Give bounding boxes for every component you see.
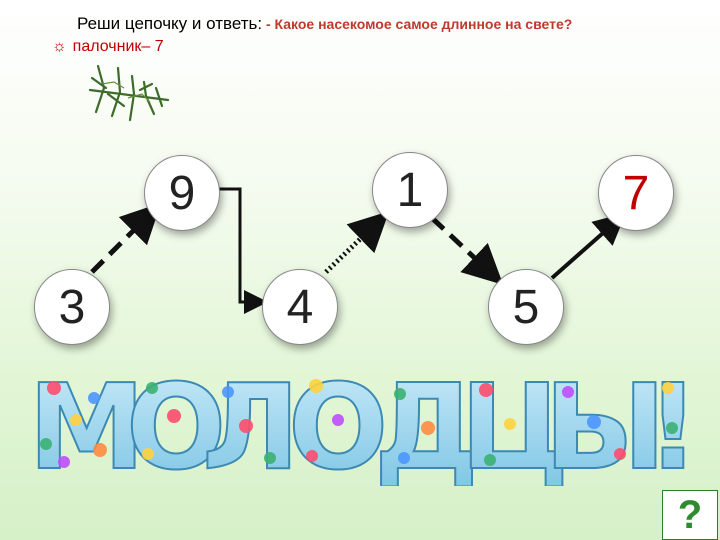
stick-insect-icon <box>88 64 170 122</box>
sun-icon: ☼ <box>52 38 67 55</box>
task-prompt: Реши цепочку и ответь: <box>77 14 263 33</box>
chain-node-4: 4 <box>262 269 338 345</box>
task-question: - Какое насекомое самое длинное на свете… <box>262 16 573 32</box>
connector-4-to-1 <box>324 211 390 274</box>
connector-9-to-4 <box>214 187 268 314</box>
chain-node-9: 9 <box>144 155 220 231</box>
banner-letter: М <box>28 358 145 486</box>
banner-letter: ! <box>646 358 696 486</box>
chain-node-1: 1 <box>372 152 448 228</box>
connector-5-to-7 <box>550 212 626 280</box>
answer-line: ☼ палочник– 7 <box>52 38 164 56</box>
connector-3-to-9 <box>90 202 162 274</box>
task-header: Реши цепочку и ответь: - Какое насекомое… <box>77 14 572 34</box>
banner-letter: О <box>126 358 226 486</box>
chain-node-3: 3 <box>34 269 110 345</box>
banner-letter: Ы <box>544 358 666 486</box>
molodtsy-banner: М О Л О Д Ц Ы ! <box>27 358 696 486</box>
answer-text: палочник– 7 <box>72 38 164 55</box>
chain-node-7: 7 <box>598 155 674 231</box>
chain-node-5: 5 <box>488 269 564 345</box>
question-mark-icon: ? <box>677 492 703 537</box>
balloon-dots <box>40 379 678 468</box>
help-button[interactable]: ? <box>662 490 718 540</box>
connector-1-to-5 <box>430 216 504 285</box>
